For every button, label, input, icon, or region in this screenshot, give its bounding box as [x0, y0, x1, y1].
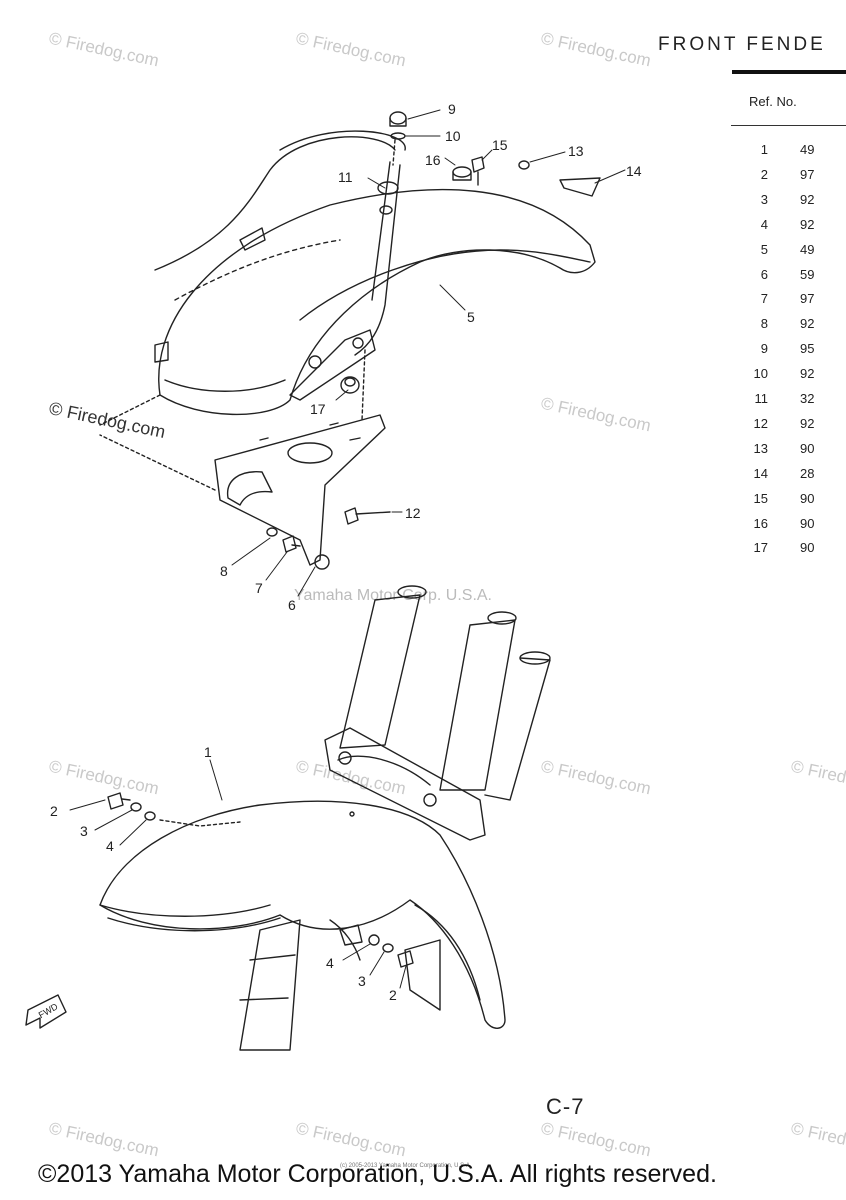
part-number: 92 — [800, 191, 815, 207]
ref-number: 16 — [753, 515, 768, 531]
part-number: 90 — [800, 440, 815, 456]
part-number: 49 — [800, 142, 815, 157]
part-number: 92 — [800, 316, 815, 332]
ref-row: 13 90 — [740, 441, 846, 461]
ref-row: 9 95 — [740, 341, 846, 361]
callout-14: 14 — [626, 163, 642, 179]
front-fender-1 — [99, 792, 506, 1029]
part-number: 90 — [800, 515, 815, 531]
ref-row: 2 97 — [740, 167, 846, 187]
ref-number: 12 — [753, 415, 768, 431]
forward-direction-arrow: FWD — [25, 994, 67, 1029]
part-number: 97 — [800, 291, 815, 307]
page-label: C-7 — [546, 1094, 585, 1119]
part-number: 28 — [800, 465, 815, 481]
part-number: 49 — [800, 241, 815, 257]
callout-2b: 2 — [389, 987, 397, 1003]
washer-8 — [266, 527, 278, 537]
part-number: 90 — [800, 540, 815, 556]
ref-row: 3 92 — [740, 192, 846, 212]
ref-number: 15 — [753, 490, 768, 506]
rear-fender-assembly — [99, 111, 601, 570]
screw-15 — [471, 156, 485, 186]
ref-number: 2 — [760, 166, 768, 182]
callout-5: 5 — [467, 309, 475, 325]
callout-labels: 9 10 11 15 16 13 14 5 17 12 6 7 8 1 2 3 … — [50, 101, 642, 1003]
ref-number: 17 — [753, 540, 768, 556]
ref-row: 5 49 — [740, 242, 846, 262]
part-number: 92 — [800, 216, 815, 232]
nut-17 — [340, 376, 360, 394]
ref-row: 8 92 — [740, 316, 846, 336]
ref-no-header: Ref. No. — [749, 94, 797, 109]
ref-number: 11 — [754, 391, 769, 406]
callout-7: 7 — [255, 580, 263, 596]
front-fork-assembly — [239, 585, 551, 1051]
ref-number: 3 — [760, 191, 768, 207]
ref-number: 6 — [760, 266, 768, 282]
part-number: 95 — [800, 341, 815, 357]
callout-10: 10 — [445, 128, 461, 144]
cap-nut-9 — [389, 111, 407, 127]
callout-8: 8 — [220, 563, 228, 579]
ref-row: 12 92 — [740, 416, 846, 436]
ref-number: 1 — [760, 142, 768, 157]
callout-12: 12 — [405, 505, 421, 521]
ref-number: 8 — [760, 316, 768, 332]
ref-number: 10 — [753, 366, 768, 382]
callout-2: 2 — [50, 803, 58, 819]
fine-print: (c) 2005-2013 Yamaha Motor Corporation, … — [340, 1163, 472, 1169]
part-number: 97 — [800, 166, 815, 182]
ref-row: 1 49 — [740, 142, 846, 162]
callout-3: 3 — [80, 823, 88, 839]
bolt-12 — [344, 507, 391, 525]
callout-1: 1 — [204, 744, 212, 760]
ref-number: 7 — [760, 291, 768, 307]
callout-3b: 3 — [358, 973, 366, 989]
reflector-14 — [559, 177, 601, 197]
part-number: 59 — [800, 266, 815, 282]
washer-10 — [390, 132, 406, 140]
grommet-11 — [377, 181, 399, 215]
callout-9: 9 — [448, 101, 456, 117]
nut-16 — [452, 166, 472, 181]
callout-4: 4 — [106, 838, 114, 854]
ref-row: 7 97 — [740, 291, 846, 311]
callout-16: 16 — [425, 152, 441, 168]
callout-13: 13 — [568, 143, 584, 159]
callout-4b: 4 — [326, 955, 334, 971]
ref-row: 10 92 — [740, 366, 846, 386]
callout-6: 6 — [288, 597, 296, 613]
leader-lines — [69, 109, 626, 989]
callout-15: 15 — [492, 137, 508, 153]
part-number: 92 — [800, 415, 815, 431]
ref-number: 4 — [760, 216, 768, 232]
ref-number: 14 — [753, 465, 768, 481]
callout-17: 17 — [310, 401, 326, 417]
screw-7 — [282, 535, 301, 553]
ref-number: 13 — [753, 440, 768, 456]
page-title: FRONT FENDE — [658, 34, 826, 55]
header-rule — [732, 70, 846, 74]
ref-number: 9 — [760, 341, 768, 357]
callout-11: 11 — [338, 169, 353, 185]
ref-number: 5 — [760, 241, 768, 257]
ref-row: 4 92 — [740, 217, 846, 237]
part-number: 90 — [800, 490, 815, 506]
nut-13 — [518, 160, 530, 170]
ref-row: 14 28 — [740, 466, 846, 486]
copyright-notice: ©2013 Yamaha Motor Corporation, U.S.A. A… — [38, 1160, 717, 1188]
ref-row: 11 32 — [740, 391, 846, 411]
ref-row: 6 59 — [740, 267, 846, 287]
part-number: 92 — [800, 366, 815, 382]
ref-table-rule — [731, 125, 846, 126]
corp-watermark: Yamaha Motor Corp. U.S.A. — [294, 587, 492, 604]
part-number: 32 — [800, 391, 815, 406]
